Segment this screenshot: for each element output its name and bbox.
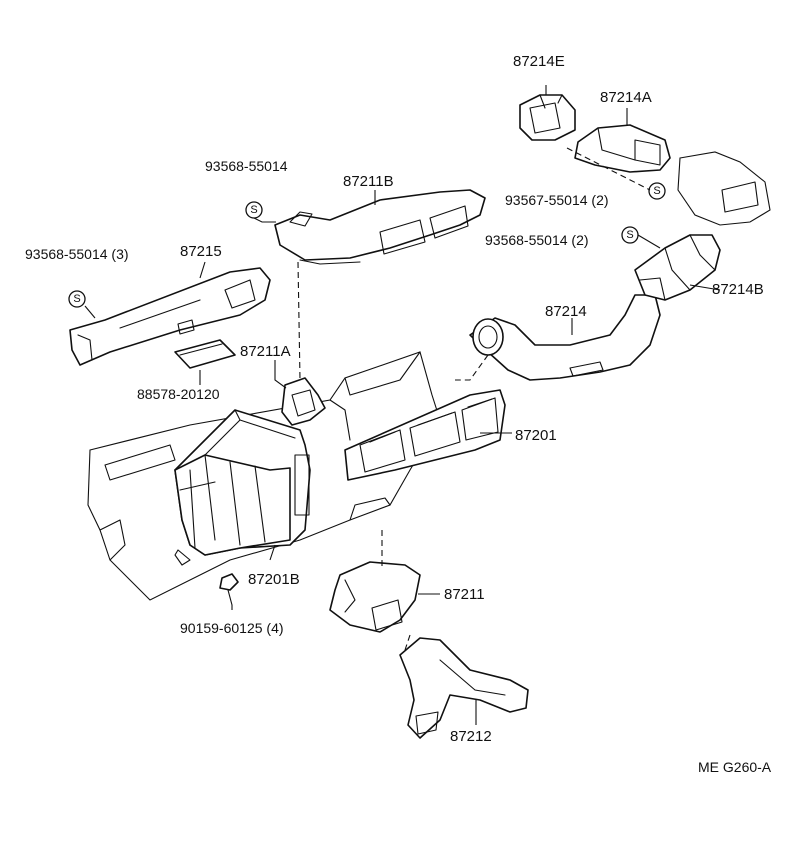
lower-duct-87211 bbox=[329, 561, 421, 633]
svg-text:S: S bbox=[73, 293, 80, 305]
label-87212: 87212 bbox=[450, 728, 492, 745]
bolt-icon bbox=[219, 573, 239, 606]
label-87215: 87215 bbox=[180, 243, 222, 260]
svg-text:S: S bbox=[250, 204, 257, 216]
screw-icon: S bbox=[68, 290, 86, 308]
label-87214A: 87214A bbox=[600, 89, 652, 106]
screw-icon: S bbox=[621, 226, 639, 244]
label-93568-right: 93568-55014 (2) bbox=[485, 232, 589, 248]
screw-icon: S bbox=[245, 201, 263, 219]
label-87214B: 87214B bbox=[712, 281, 764, 298]
case-housing-87201B bbox=[174, 409, 311, 566]
center-duct-87211A bbox=[274, 360, 326, 426]
label-88578: 88578-20120 bbox=[137, 386, 220, 402]
label-93568-left: 93568-55014 (3) bbox=[25, 246, 129, 262]
label-87214: 87214 bbox=[545, 303, 587, 320]
label-87214E: 87214E bbox=[513, 53, 565, 70]
plate-88578-20120 bbox=[174, 339, 236, 369]
label-87201B: 87201B bbox=[248, 571, 300, 588]
screw-icon: S bbox=[648, 182, 666, 200]
diagram-code: ME G260-A bbox=[698, 759, 772, 775]
lower-long-duct-87212 bbox=[399, 637, 529, 739]
screw-symbols: S S S S bbox=[68, 182, 666, 308]
side-duct-87215 bbox=[69, 267, 271, 366]
main-duct-87201 bbox=[344, 389, 506, 481]
elbow-87214B bbox=[634, 234, 721, 301]
side-vent-ghost bbox=[677, 151, 771, 226]
label-90159: 90159-60125 (4) bbox=[180, 620, 284, 636]
svg-text:S: S bbox=[653, 185, 660, 197]
leader-lines bbox=[84, 85, 721, 725]
svg-text:S: S bbox=[626, 229, 633, 241]
part-labels: 87214E 87214A 93568-55014 87211B 93567-5… bbox=[25, 53, 772, 775]
defroster-duct-87211B bbox=[274, 189, 486, 265]
label-87211B: 87211B bbox=[343, 173, 394, 190]
label-87211A: 87211A bbox=[240, 343, 291, 360]
label-87201: 87201 bbox=[515, 427, 557, 444]
label-93568-top: 93568-55014 bbox=[205, 158, 288, 174]
curved-duct-87214 bbox=[469, 294, 661, 381]
label-93567: 93567-55014 (2) bbox=[505, 192, 609, 208]
label-87211: 87211 bbox=[444, 586, 485, 603]
vent-87214E bbox=[519, 94, 576, 141]
duct-87214A bbox=[574, 124, 671, 173]
